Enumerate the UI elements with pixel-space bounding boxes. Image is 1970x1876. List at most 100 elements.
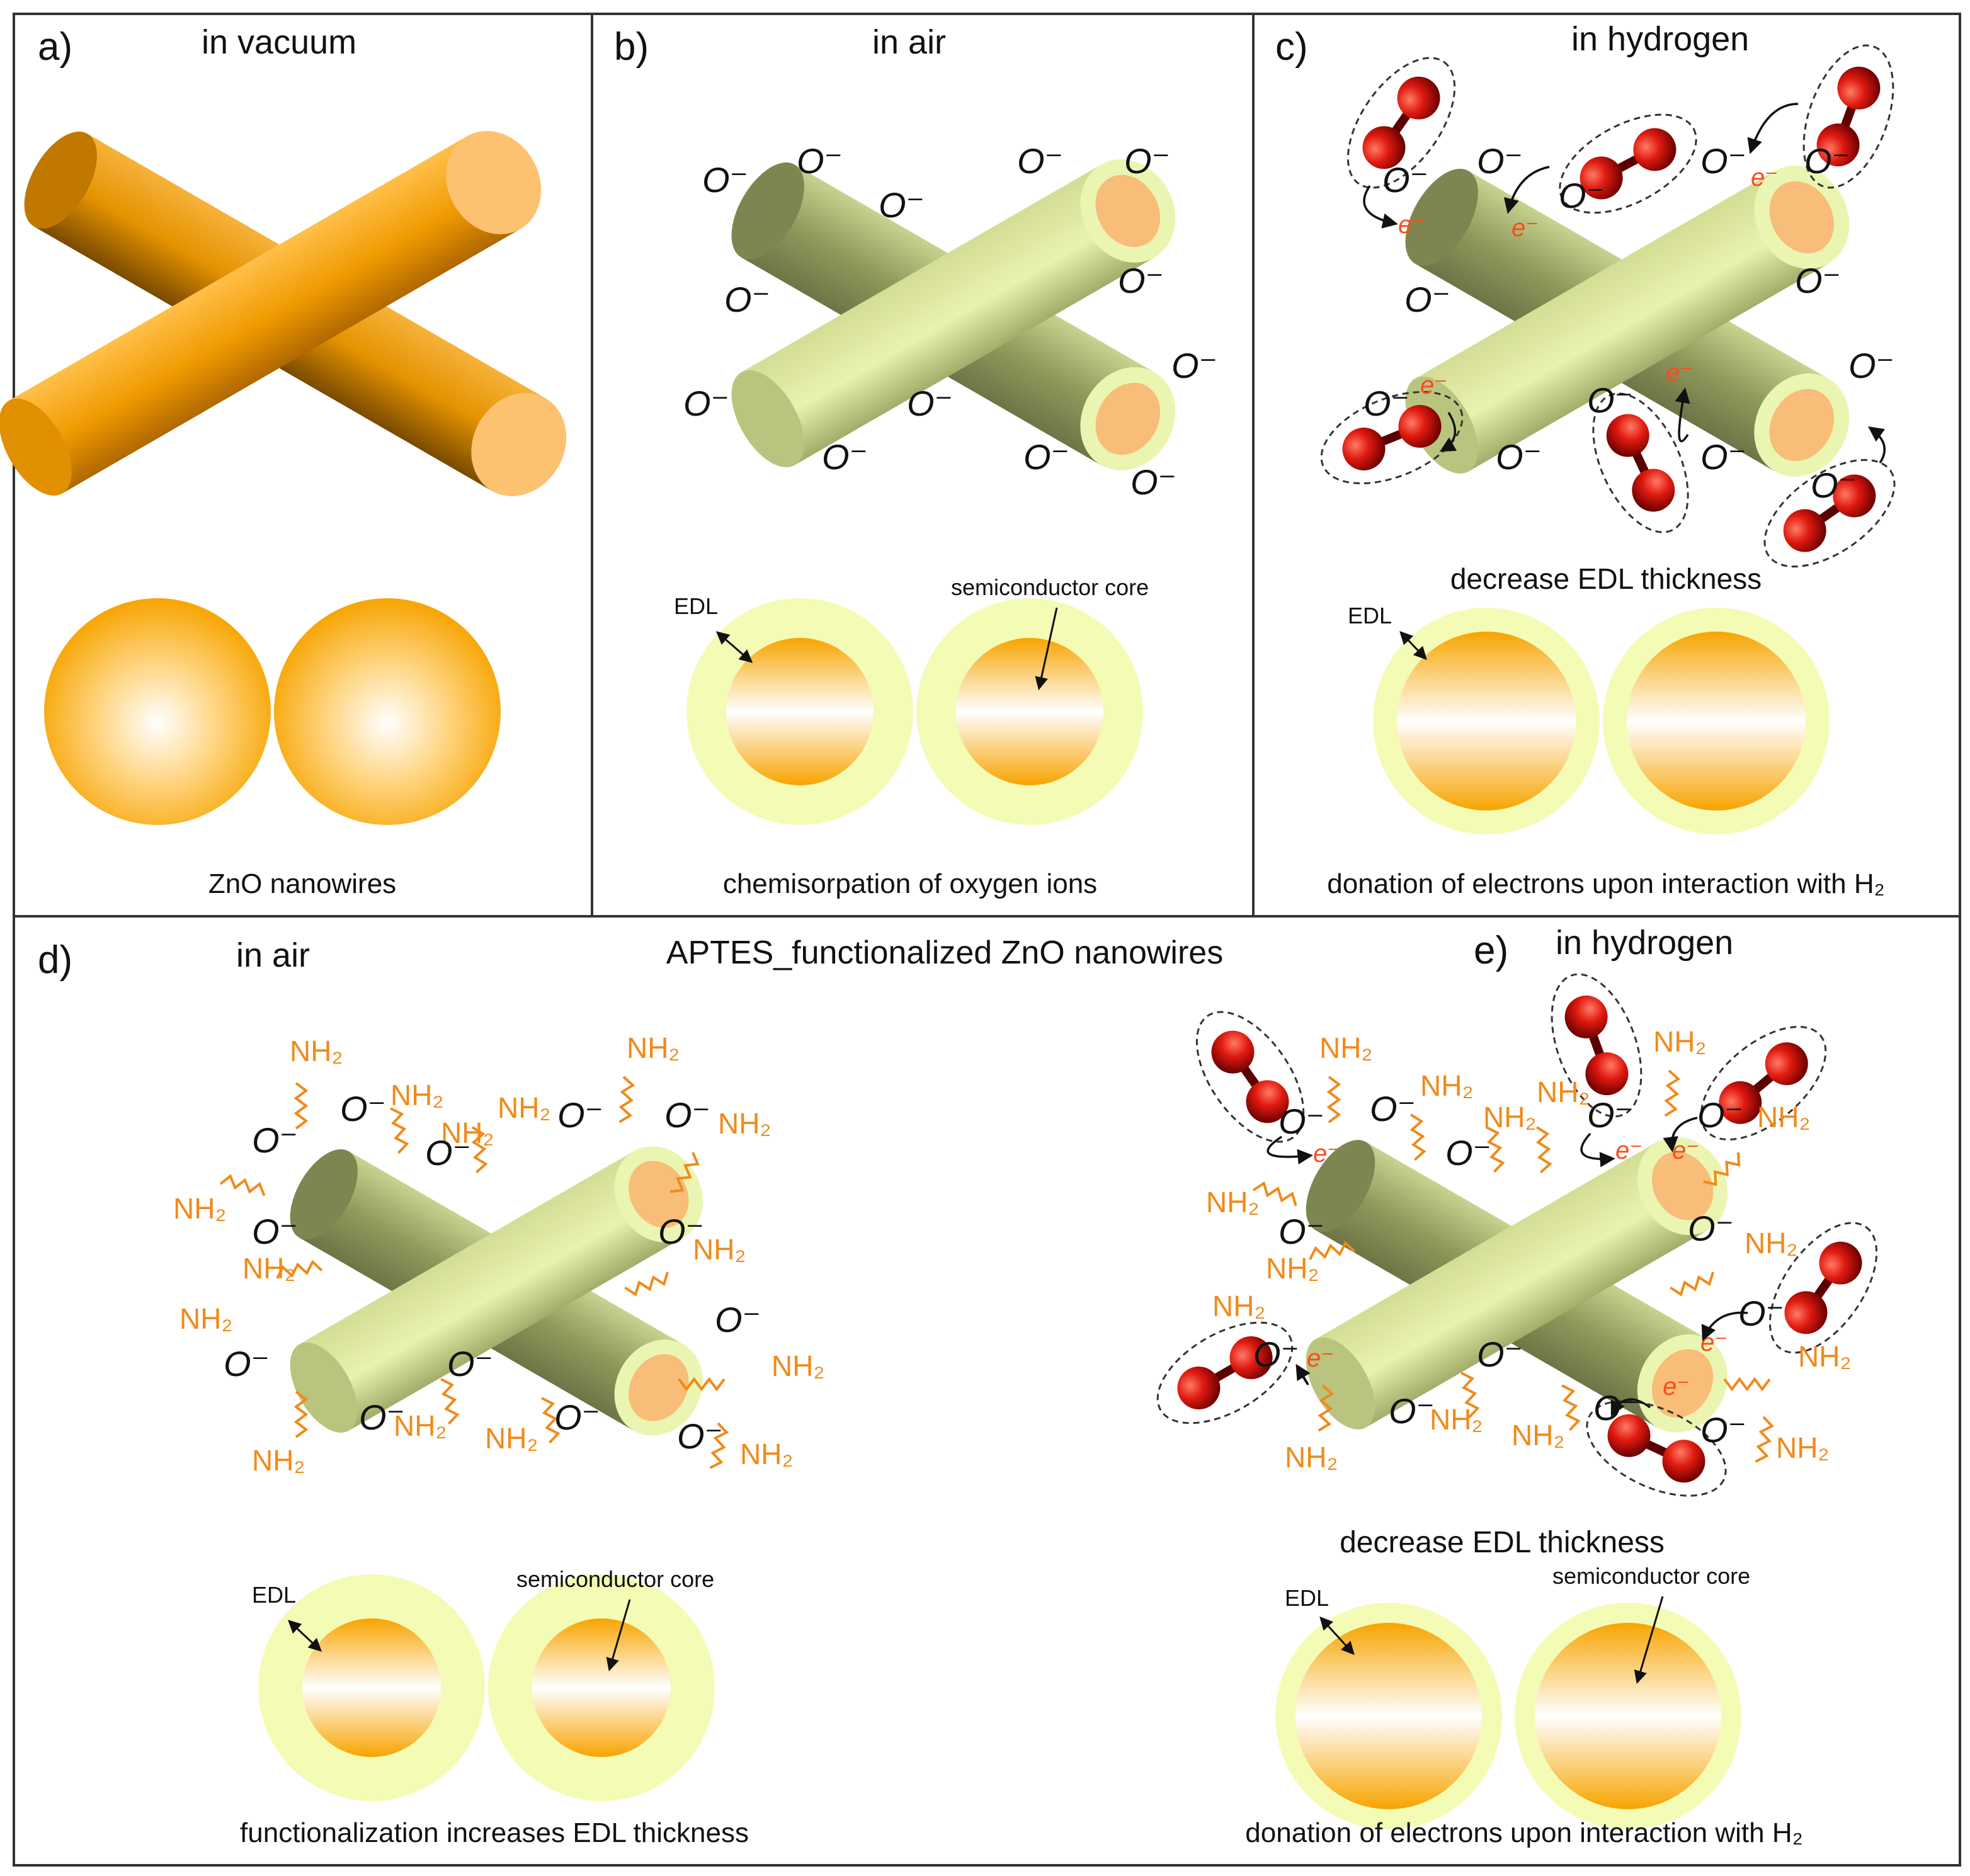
svg-text:NH₂: NH₂ — [1653, 1025, 1706, 1058]
coated-nanowire-cross — [276, 1130, 720, 1452]
svg-text:O⁻: O⁻ — [907, 384, 953, 423]
svg-text:O⁻: O⁻ — [677, 1416, 723, 1456]
svg-text:NH₂: NH₂ — [1319, 1032, 1372, 1064]
svg-text:e⁻: e⁻ — [1672, 1137, 1699, 1164]
svg-text:O⁻: O⁻ — [1370, 1089, 1416, 1128]
edl-label: EDL — [252, 1582, 296, 1608]
panel-c-title: in hydrogen — [1571, 20, 1749, 58]
panel-c-caption: donation of electrons upon interaction w… — [1327, 868, 1884, 899]
panel-c-letter: c) — [1275, 25, 1308, 69]
svg-text:O⁻: O⁻ — [1404, 280, 1450, 319]
svg-text:NH₂: NH₂ — [1430, 1403, 1483, 1436]
panel-b-letter: b) — [614, 25, 649, 69]
svg-text:NH₂: NH₂ — [179, 1302, 232, 1335]
svg-text:NH₂: NH₂ — [1757, 1101, 1810, 1134]
semiconductor-core-right — [1535, 1623, 1721, 1809]
panel-e-caption: donation of electrons upon interaction w… — [1245, 1817, 1802, 1848]
amine-groups: NH₂ NH₂ NH₂ NH₂ NH₂ NH₂ NH₂ NH₂ NH₂ NH₂ … — [173, 1032, 824, 1477]
svg-text:O⁻: O⁻ — [664, 1095, 710, 1135]
edl-arrow — [287, 1620, 322, 1652]
oxygen-ions: O⁻ O⁻ O⁻ O⁻ O⁻ O⁻ O⁻ O⁻ O⁻ O⁻ O⁻ O⁻ O⁻ — [683, 141, 1217, 502]
svg-text:O⁻: O⁻ — [1496, 437, 1542, 477]
svg-text:O⁻: O⁻ — [797, 141, 843, 181]
svg-text:O⁻: O⁻ — [1364, 384, 1409, 423]
svg-text:NH₂: NH₂ — [485, 1422, 538, 1455]
svg-text:O⁻: O⁻ — [1445, 1133, 1491, 1173]
svg-text:O⁻: O⁻ — [1278, 1212, 1324, 1251]
svg-text:O⁻: O⁻ — [1700, 141, 1746, 181]
svg-text:O⁻: O⁻ — [224, 1344, 270, 1384]
panel-a: a) in vacuum ZnO nanowires — [0, 23, 585, 899]
svg-text:O⁻: O⁻ — [557, 1095, 603, 1135]
svg-text:O⁻: O⁻ — [1688, 1208, 1734, 1248]
edl-label: EDL — [674, 593, 718, 619]
svg-text:O⁻: O⁻ — [252, 1212, 298, 1251]
oxygen-ions: O⁻ O⁻ O⁻ O⁻ O⁻ O⁻ O⁻ O⁻ O⁻ O⁻ O⁻ O⁻ O⁻ — [1364, 141, 1894, 505]
svg-text:O⁻: O⁻ — [1477, 1334, 1523, 1374]
svg-text:NH₂: NH₂ — [498, 1091, 550, 1124]
core-arrow — [1634, 1596, 1664, 1685]
panel-b-title: in air — [872, 23, 946, 61]
svg-text:NH₂: NH₂ — [242, 1252, 295, 1285]
svg-text:e⁻: e⁻ — [1307, 1344, 1334, 1372]
edl-label: EDL — [1348, 603, 1392, 628]
svg-text:O⁻: O⁻ — [1700, 437, 1746, 477]
svg-text:O⁻: O⁻ — [715, 1300, 761, 1339]
electron-transfer-arrows — [1267, 1117, 1748, 1417]
panel-e-title: in hydrogen — [1556, 924, 1733, 962]
core-arrow — [1035, 607, 1058, 691]
svg-text:NH₂: NH₂ — [1420, 1069, 1473, 1102]
svg-text:NH₂: NH₂ — [1512, 1419, 1564, 1452]
svg-text:O⁻: O⁻ — [1477, 141, 1523, 181]
svg-text:O⁻: O⁻ — [340, 1089, 386, 1128]
svg-text:e⁻: e⁻ — [1666, 359, 1693, 387]
panel-frames — [13, 13, 1961, 1867]
svg-text:NH₂: NH₂ — [718, 1107, 771, 1140]
semiconductor-core-right — [532, 1618, 671, 1757]
svg-text:NH₂: NH₂ — [1266, 1252, 1319, 1285]
svg-text:NH₂: NH₂ — [390, 1079, 443, 1111]
svg-text:O⁻: O⁻ — [554, 1397, 600, 1437]
edl-arrow — [1319, 1616, 1355, 1656]
panel-e-note: decrease EDL thickness — [1340, 1526, 1665, 1559]
svg-text:O⁻: O⁻ — [702, 160, 748, 200]
electrons: e⁻ e⁻ e⁻ e⁻ e⁻ — [1398, 164, 1778, 399]
svg-text:O⁻: O⁻ — [359, 1397, 405, 1437]
svg-text:O⁻: O⁻ — [447, 1344, 493, 1384]
svg-text:O⁻: O⁻ — [1253, 1334, 1299, 1374]
svg-text:NH₂: NH₂ — [394, 1409, 447, 1442]
svg-text:O⁻: O⁻ — [1587, 380, 1633, 420]
svg-text:e⁻: e⁻ — [1700, 1329, 1728, 1356]
oxygen-ions: O⁻ O⁻ O⁻ O⁻ O⁻ O⁻ O⁻ O⁻ O⁻ O⁻ O⁻ O⁻ O⁻ — [1253, 1089, 1784, 1450]
svg-text:NH₂: NH₂ — [441, 1117, 494, 1149]
svg-text:O⁻: O⁻ — [822, 437, 868, 477]
svg-text:O⁻: O⁻ — [1023, 437, 1069, 477]
panel-a-caption: ZnO nanowires — [208, 868, 396, 899]
svg-text:NH₂: NH₂ — [627, 1032, 680, 1064]
svg-text:e⁻: e⁻ — [1751, 164, 1778, 191]
svg-text:O⁻: O⁻ — [1559, 176, 1605, 215]
panel-a-letter: a) — [38, 25, 72, 69]
core-arrow — [606, 1599, 631, 1672]
semiconductor-core-left — [1397, 632, 1576, 810]
svg-text:O⁻: O⁻ — [879, 185, 925, 225]
svg-text:NH₂: NH₂ — [1776, 1431, 1829, 1464]
svg-text:O⁻: O⁻ — [683, 384, 729, 423]
svg-text:O⁻: O⁻ — [1697, 1095, 1743, 1135]
svg-text:O⁻: O⁻ — [1811, 465, 1857, 505]
edl-arrow — [1399, 630, 1427, 661]
panel-d-letter: d) — [38, 938, 72, 982]
svg-text:O⁻: O⁻ — [425, 1133, 471, 1173]
panel-e-letter: e) — [1474, 929, 1508, 972]
amine-groups: NH₂ NH₂ NH₂ NH₂ NH₂ NH₂ NH₂ NH₂ NH₂ NH₂ … — [1206, 1025, 1851, 1474]
electron-transfer-arrows — [1363, 103, 1886, 463]
svg-text:e⁻: e⁻ — [1512, 214, 1539, 242]
svg-text:NH₂: NH₂ — [252, 1444, 305, 1477]
electrons: e⁻ e⁻ e⁻ e⁻ e⁻ e⁻ — [1307, 1137, 1728, 1401]
svg-text:O⁻: O⁻ — [1382, 160, 1428, 200]
panel-c: c) in hydrogen O⁻ O⁻ O⁻ O⁻ O⁻ O⁻ O⁻ O⁻ O… — [1275, 20, 1913, 899]
svg-text:O⁻: O⁻ — [1795, 261, 1841, 300]
semiconductor-core-left — [1295, 1623, 1482, 1809]
svg-text:NH₂: NH₂ — [1285, 1441, 1338, 1474]
